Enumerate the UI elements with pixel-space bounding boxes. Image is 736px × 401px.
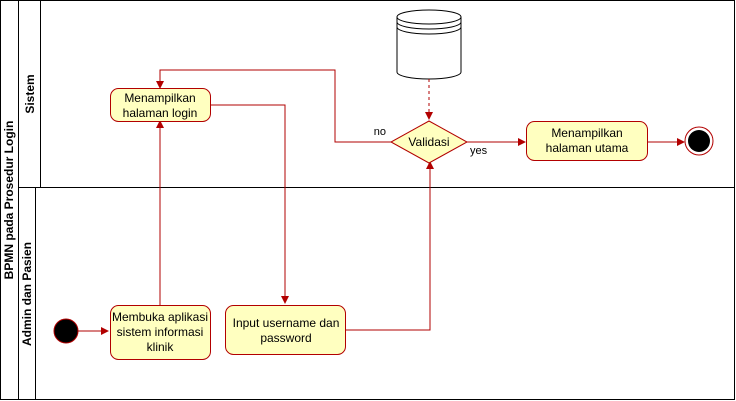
task-input-credentials-line-1: Input username dan <box>233 316 340 330</box>
edge-label-yes: yes <box>470 145 488 157</box>
pool-title: BPMN pada Prosedur Login <box>2 121 16 280</box>
task-open-app-line-1: Membuka aplikasi <box>112 310 208 324</box>
task-open-app[interactable]: Membuka aplikasi sistem informasi klinik <box>110 305 211 360</box>
task-input-credentials-line-2: password <box>260 331 311 345</box>
gateway-validasi-label: Validasi <box>408 135 449 149</box>
lane-admin-pasien: Admin dan Pasien <box>18 187 735 400</box>
edge-show-login-to-input <box>211 104 289 304</box>
task-open-app-line-2: sistem informasi <box>117 325 204 339</box>
end-event <box>684 126 714 156</box>
start-event <box>53 318 79 344</box>
task-input-credentials[interactable]: Input username dan password <box>225 305 346 355</box>
edge-input-to-validasi <box>346 161 434 331</box>
edge-validasi-no-to-show-login <box>156 69 391 143</box>
edge-label-no: no <box>374 126 386 138</box>
task-open-app-line-3: klinik <box>147 340 175 354</box>
gateway-validasi[interactable]: Validasi <box>389 120 469 164</box>
task-show-main-line-1: Menampilkan <box>551 126 622 140</box>
task-show-login-line-1: Menampilkan <box>124 91 195 105</box>
task-show-login-line-2: halaman login <box>123 106 198 120</box>
database-icon <box>396 9 462 80</box>
task-show-login[interactable]: Menampilkan halaman login <box>110 88 211 122</box>
lane-label-admin-pasien: Admin dan Pasien <box>20 242 34 346</box>
task-show-main[interactable]: Menampilkan halaman utama <box>526 121 648 161</box>
task-show-main-line-2: halaman utama <box>546 141 629 155</box>
edges <box>78 69 685 335</box>
lane-label-sistem: Sistem <box>23 74 37 113</box>
